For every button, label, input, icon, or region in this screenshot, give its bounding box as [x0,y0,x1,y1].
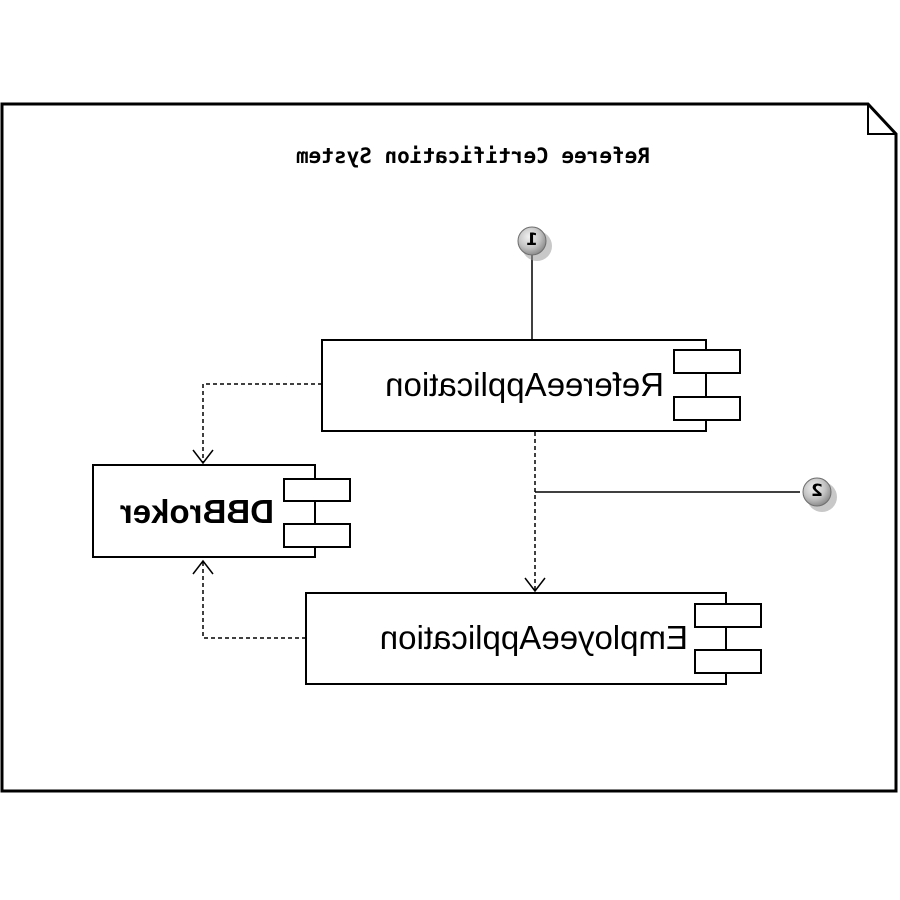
component-icon-tab-top [283,478,351,502]
badge-2 [802,477,837,512]
component-employee-application[interactable] [305,592,762,685]
badge-1 [517,226,552,261]
component-icon-tab-bottom [694,649,762,674]
dependency-referee-to-dbbroker [192,383,322,465]
system-frame [0,102,898,793]
dependency-referee-to-employee [524,432,546,593]
dependency-employee-to-dbbroker [192,559,306,639]
component-dbbroker[interactable] [92,464,351,558]
component-icon-tab-top [673,349,741,374]
component-icon-tab-bottom [283,523,351,548]
component-icon-tab-bottom [673,396,741,421]
component-icon-tab-top [694,603,762,628]
component-referee-application[interactable] [321,339,741,432]
